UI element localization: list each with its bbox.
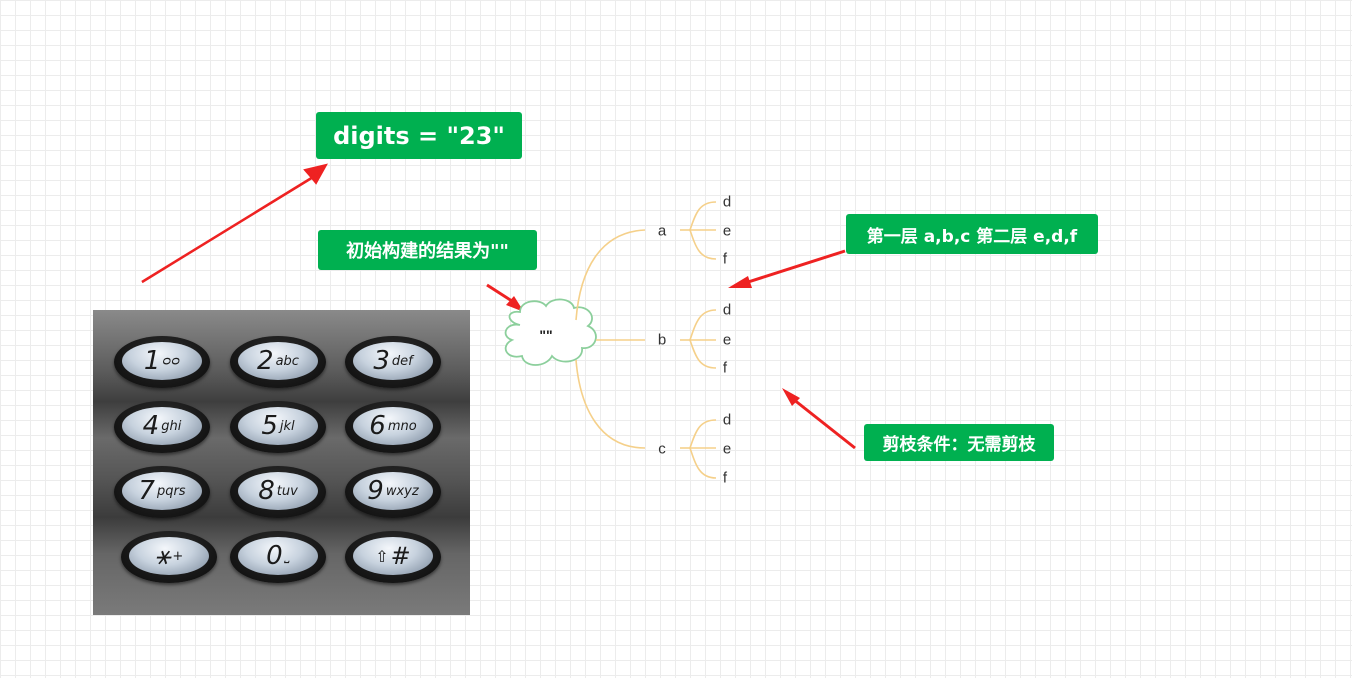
key-3-letters: def xyxy=(391,353,413,369)
key-3-digit: 3 xyxy=(373,346,390,376)
key-8-letters: tuv xyxy=(276,483,298,499)
tree-root: "" xyxy=(539,327,553,343)
key-2-digit: 2 xyxy=(257,346,274,376)
tree-leaf-b-f: f xyxy=(722,359,728,377)
root-cloud xyxy=(504,298,597,366)
shift-icon: ⇧ xyxy=(375,546,389,566)
key-6-letters: mno xyxy=(387,418,417,434)
label-digits: digits = "23" xyxy=(316,112,522,159)
key-8-digit: 8 xyxy=(258,476,275,506)
label-layers: 第一层 a,b,c 第二层 e,d,f xyxy=(846,214,1098,254)
tree-leaf-b-e: e xyxy=(722,331,732,349)
key-0: 0⎵ xyxy=(230,531,326,583)
tree-branches xyxy=(575,201,717,479)
hash-icon: # xyxy=(390,542,411,570)
key-2-letters: abc xyxy=(275,353,299,369)
arrows xyxy=(141,163,856,450)
label-initial-result: 初始构建的结果为"" xyxy=(318,230,537,270)
key-9-digit: 9 xyxy=(367,476,384,506)
tree-leaf-a-f: f xyxy=(722,250,728,268)
key-7-letters: pqrs xyxy=(156,483,186,499)
label-prune-condition: 剪枝条件：无需剪枝 xyxy=(864,424,1054,461)
arrow-layers-to-tree xyxy=(744,249,846,285)
tree-leaf-a-d: d xyxy=(722,193,732,211)
voicemail-icon: ᴑᴑ xyxy=(162,353,181,369)
tree-leaf-c-d: d xyxy=(722,411,732,429)
arrow-prune-to-tree xyxy=(792,397,856,450)
tree-leaf-c-f: f xyxy=(722,469,728,487)
key-7-digit: 7 xyxy=(138,476,155,506)
space-icon: ⎵ xyxy=(284,548,290,564)
key-6-digit: 6 xyxy=(369,411,386,441)
key-star: ⚹+ xyxy=(121,531,217,583)
tree-node-b: b xyxy=(657,331,667,349)
tree-leaf-c-e: e xyxy=(722,440,732,458)
key-4-digit: 4 xyxy=(142,411,160,441)
tree-node-c: c xyxy=(658,440,666,458)
arrow-layers-to-tree-head xyxy=(728,276,752,288)
key-0-digit: 0 xyxy=(266,541,283,571)
key-4-letters: ghi xyxy=(161,418,182,434)
plus-icon: + xyxy=(172,548,184,564)
tree-node-a: a xyxy=(657,222,667,240)
tree-leaf-b-d: d xyxy=(722,301,732,319)
key-hash: ⇧# xyxy=(345,531,441,583)
tree-leaf-a-e: e xyxy=(722,222,732,240)
key-1-digit: 1 xyxy=(143,346,161,376)
asterisk-icon: ⚹ xyxy=(154,540,171,571)
key-5-digit: 5 xyxy=(261,411,278,441)
key-9-letters: wxyz xyxy=(385,483,419,499)
arrow-init-to-cloud xyxy=(486,283,516,305)
key-5-letters: jkl xyxy=(279,418,295,434)
